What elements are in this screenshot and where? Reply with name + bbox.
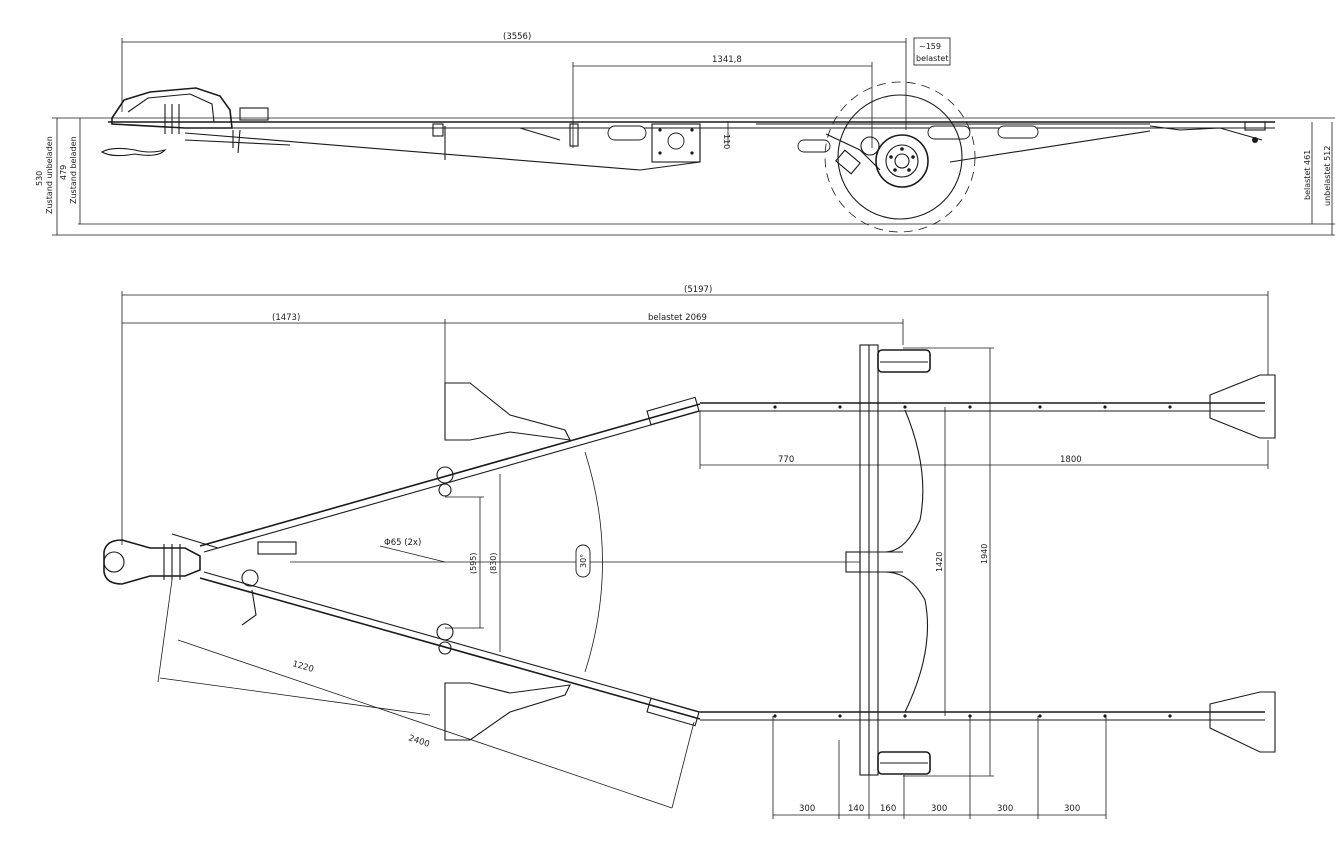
top-overall-length: (5197): [684, 285, 712, 295]
wheel-offset-label: belastet: [916, 54, 949, 63]
inner-spacing: (595): [469, 552, 478, 574]
track-inner: 1420: [935, 552, 944, 572]
wheel-offset-value: ~159: [919, 42, 941, 51]
loaded-length: belastet 2069: [648, 313, 707, 323]
left-height-loaded: 479: [59, 165, 68, 180]
right-height-loaded: belastet 461: [1303, 150, 1312, 200]
side-overall-length: (3556): [503, 32, 531, 42]
right-height-unloaded: unbelastet 512: [1323, 146, 1332, 206]
bottom-dim-6: 300: [1064, 804, 1080, 814]
frame-height: 110: [722, 134, 731, 149]
swing-angle: 30°: [579, 554, 588, 568]
crossmember-dim: 1341,8: [712, 55, 742, 65]
rail-holes-top: [773, 405, 1172, 409]
rail-holes-bottom: [773, 714, 1172, 718]
rear-overhang: 1800: [1060, 455, 1082, 465]
bottom-dim-5: 300: [997, 804, 1013, 814]
bottom-dim-1: 300: [799, 804, 815, 814]
pivot-diameter: Φ65 (2x): [384, 538, 421, 548]
drawbar-length: (1473): [272, 313, 300, 323]
bottom-dim-4: 300: [931, 804, 947, 814]
left-height-total-label: Zustand unbeladen: [45, 136, 54, 214]
arm-length-short: 1220: [291, 659, 315, 675]
side-view: (3556) ~159 belastet 1341,8 110: [35, 32, 1335, 236]
left-height-loaded-label: Zustand beladen: [69, 136, 78, 204]
track-outer: 1940: [980, 544, 989, 564]
left-height-total: 530: [35, 171, 44, 186]
front-overhang: 770: [778, 455, 794, 465]
arm-length-long: 2400: [407, 733, 431, 750]
bottom-dim-2: 140: [848, 804, 864, 814]
bottom-dim-3: 160: [880, 804, 896, 814]
top-view: (5197) (1473) belastet 2069 Φ65 (2x): [103, 285, 1276, 819]
outer-spacing: (830): [489, 552, 498, 574]
